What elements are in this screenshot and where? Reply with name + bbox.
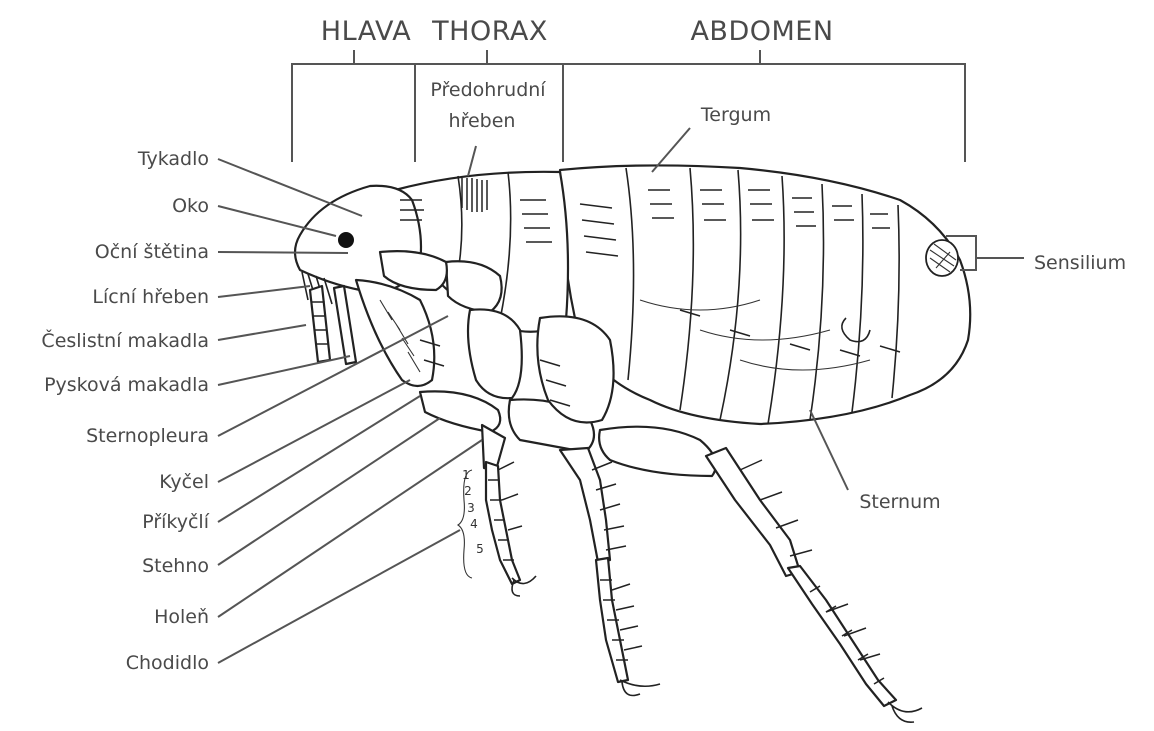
label-trochanter: Příkyčlí (142, 511, 210, 533)
label-antenna: Tykadlo (137, 148, 209, 170)
label-pronotal-comb-line1: Předohrudní (430, 79, 546, 101)
label-eye: Oko (172, 195, 209, 217)
label-sensilium: Sensilium (1034, 252, 1126, 274)
tarsal-number-5: 5 (476, 542, 484, 556)
section-thorax-label: THORAX (431, 16, 548, 47)
label-tergum: Tergum (700, 104, 771, 126)
label-tibia: Holeň (154, 606, 209, 628)
tarsal-number-1: 1 (462, 468, 470, 482)
label-coxa: Kyčel (159, 471, 209, 493)
label-pronotal-comb-line2: hřeben (449, 110, 516, 132)
label-sternum: Sternum (859, 491, 940, 513)
tarsal-number-2: 2 (464, 484, 472, 498)
flea-body (295, 165, 970, 424)
section-head-label: HLAVA (321, 16, 411, 47)
label-femur: Stehno (142, 555, 209, 577)
label-genal-comb: Lícní hřeben (92, 286, 209, 308)
label-maxillary-palps: Česlistní makadla (41, 328, 209, 352)
tarsal-number-4: 4 (470, 517, 478, 531)
tarsal-number-3: 3 (467, 501, 475, 515)
eye-spot (338, 232, 354, 248)
label-ocular-bristle: Oční štětina (95, 241, 209, 263)
label-sternopleura: Sternopleura (86, 425, 209, 447)
label-tarsus: Chodidlo (126, 652, 209, 674)
label-labial-palps: Pysková makadla (44, 374, 209, 396)
section-abdomen-label: ABDOMEN (690, 16, 833, 47)
flea-legs (420, 391, 922, 722)
section-brackets (292, 50, 965, 162)
